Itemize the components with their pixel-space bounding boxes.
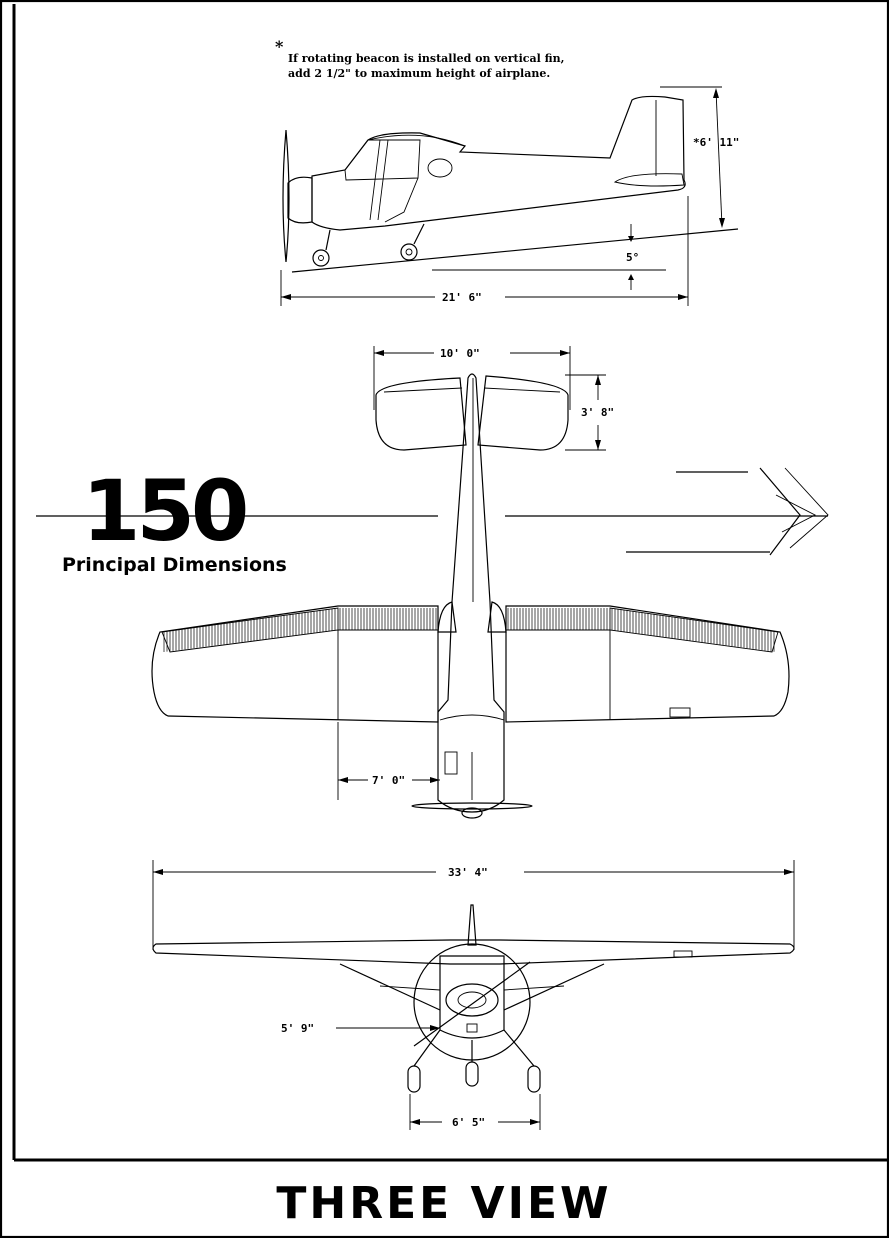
side-nose-wheel [312,249,330,267]
side-rear-window [427,158,453,178]
gear-track-label: 6' 5" [452,1116,485,1129]
left-wing-hatching [163,608,437,652]
wing-offset-label: 7' 0" [372,774,405,787]
top-right-wing [505,605,790,723]
model-number: 150 [82,462,246,560]
top-fuselage [437,373,505,813]
front-wing [152,939,795,965]
side-view: 5° *6' 11" 21' 6" [280,86,739,306]
flight-direction-chevron [759,467,801,556]
note-line-2: add 2 1/2" to maximum height of airplane… [288,67,550,80]
top-left-aileron-flap [161,607,339,653]
top-propeller [411,802,533,810]
front-right-wheel [527,1065,541,1093]
side-propeller [282,129,290,263]
side-stabilizer [613,173,685,187]
top-view: 10' 0" 3' 8" [36,346,829,819]
top-left-stabilizer [375,377,467,451]
side-spinner [287,176,313,224]
note-line-1: If rotating beacon is installed on verti… [288,52,564,65]
side-length-label: 21' 6" [442,291,482,304]
beacon-note: * If rotating beacon is installed on ver… [275,37,564,80]
top-left-wing [151,605,439,723]
front-nose-wheel [465,1061,479,1087]
side-cabin-window [344,139,421,181]
top-right-stabilizer [477,375,569,451]
front-fuselage [439,955,505,1039]
front-view: 33' 4" 5' 9" 6' 5 [152,860,795,1130]
front-cowl [445,983,499,1017]
top-landing-light [669,707,691,718]
title-subtitle: Principal Dimensions [62,554,287,576]
front-vertical-fin [467,904,477,946]
side-main-wheel [400,243,418,261]
side-ground-line [291,228,739,273]
side-angle-label: 5° [626,251,639,264]
front-left-wheel [407,1065,421,1093]
right-wing-hatching [507,608,775,652]
side-fuselage [311,95,686,231]
prop-height-label: 5' 9" [281,1022,314,1035]
note-asterisk: * [275,37,284,56]
wingspan-label: 33' 4" [448,866,488,879]
stabilizer-span-label: 10' 0" [440,347,480,360]
title-block: 150 Principal Dimensions [62,462,287,576]
top-spinner [461,807,483,819]
stabilizer-chord-label: 3' 8" [581,406,614,419]
footer-title: THREE VIEW [276,1178,611,1229]
side-height-label: *6' 11" [693,136,739,149]
